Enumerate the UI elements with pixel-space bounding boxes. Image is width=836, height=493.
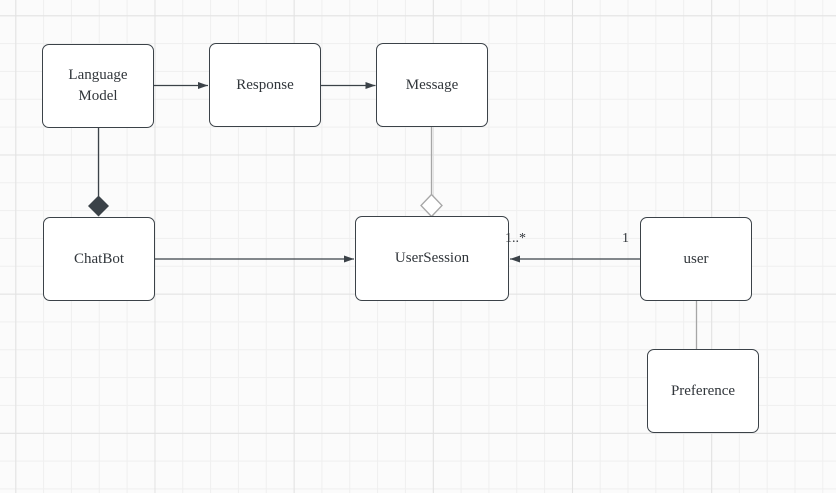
multiplicity-label-user[interactable]: 1 bbox=[622, 231, 629, 246]
node-usersession[interactable]: UserSession bbox=[355, 216, 509, 301]
node-message-label: Message bbox=[405, 76, 459, 93]
node-language-model[interactable]: Language Model bbox=[42, 44, 154, 128]
filled-diamond-icon bbox=[88, 195, 109, 217]
node-usersession-label: UserSession bbox=[394, 250, 470, 266]
node-user[interactable]: user bbox=[640, 217, 752, 301]
edge-languagemodel-chatbot-composition[interactable] bbox=[88, 128, 109, 217]
node-preference-label: Preference bbox=[670, 382, 736, 399]
multiplicity-label-usersession[interactable]: 1..* bbox=[505, 231, 526, 246]
node-user-label: user bbox=[683, 250, 709, 267]
node-language-model-label: Language Model bbox=[68, 67, 128, 104]
node-message[interactable]: Message bbox=[376, 43, 488, 127]
hollow-diamond-icon bbox=[420, 193, 443, 218]
node-response-label: Response bbox=[236, 76, 294, 93]
node-response[interactable]: Response bbox=[209, 43, 321, 127]
node-chatbot[interactable]: ChatBot bbox=[43, 217, 155, 301]
edge-message-usersession-aggregation[interactable] bbox=[420, 127, 443, 218]
node-chatbot-label: ChatBot bbox=[73, 250, 124, 267]
node-preference[interactable]: Preference bbox=[647, 349, 759, 433]
